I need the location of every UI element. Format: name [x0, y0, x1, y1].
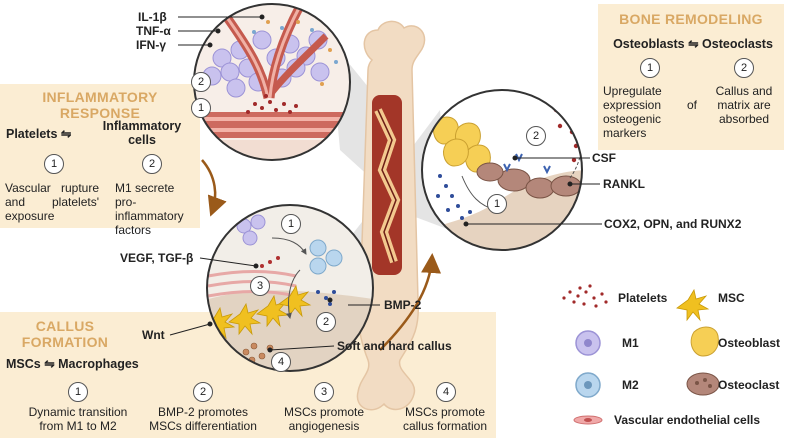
csf-label: CSF — [592, 151, 616, 165]
legend-osteoclast-label: Osteoclast — [718, 378, 780, 392]
inflammatory-step2-number: 2 — [142, 154, 162, 174]
bone-remodeling-pair: Osteoblasts ⇋ Osteoclasts — [613, 37, 773, 51]
callus-title-line2: FORMATION — [21, 334, 109, 350]
callus-step4-text: MSCs promote callus formation — [402, 405, 488, 433]
legend-msc-icon — [676, 288, 710, 322]
soft-hard-callus-label: Soft and hard callus — [337, 339, 452, 353]
callus-step2-text: BMP-2 promotes MSCs differentiation — [149, 405, 257, 433]
right-circle-step2: 2 — [526, 126, 546, 146]
legend-endothelial-label: Vascular endothelial cells — [614, 413, 761, 427]
mid-circle-step4: 4 — [271, 352, 291, 372]
mid-circle-step1: 1 — [281, 214, 301, 234]
tnfa-label: TNF-α — [136, 24, 171, 38]
callus-step2-number: 2 — [193, 382, 213, 402]
legend-m1-icon — [575, 330, 601, 356]
legend-platelets-icon — [562, 284, 608, 308]
callus-step3-text: MSCs promote angiogenesis — [283, 405, 365, 433]
ifng-label: IFN-γ — [136, 38, 166, 52]
callus-step3-number: 3 — [314, 382, 334, 402]
rankl-label: RANKL — [603, 177, 645, 191]
inflammatory-title-line2: RESPONSE — [59, 105, 141, 121]
bone-step2-text: Callus and matrix are absorbed — [715, 84, 773, 126]
bone-step1-text: Upregulate expression of osteogenic mark… — [603, 84, 697, 140]
inflammatory-pair-left: Platelets ⇋ — [6, 127, 72, 141]
legend-m1-label: M1 — [622, 336, 639, 350]
vegf-label: VEGF, TGF-β — [120, 251, 194, 265]
callus-pair: MSCs ⇋ Macrophages — [6, 357, 139, 371]
inflammatory-title-line1: INFLAMMATORY — [42, 89, 158, 105]
inflammatory-step1-number: 1 — [44, 154, 64, 174]
bone-remodeling-panel — [598, 4, 784, 150]
inflammatory-pair-right: Inflammatory cells — [102, 119, 182, 147]
inflammatory-step2-text: M1 secrete pro-inflammatory factors — [115, 181, 184, 237]
inflammatory-step1-text: Vascular rupture and platelets' exposure — [5, 181, 99, 223]
callus-step4-number: 4 — [436, 382, 456, 402]
right-circle-step1: 1 — [487, 194, 507, 214]
bmp2-label: BMP-2 — [384, 298, 422, 312]
legend-m2-icon — [575, 372, 601, 398]
top-circle-step1: 1 — [191, 98, 211, 118]
bone-illustration — [356, 20, 426, 411]
legend-osteoblast-icon — [690, 326, 719, 357]
mid-circle-step3: 3 — [250, 276, 270, 296]
top-circle-step2: 2 — [191, 72, 211, 92]
legend-msc-label: MSC — [718, 291, 745, 305]
callus-step1-text: Dynamic transition from M1 to M2 — [28, 405, 128, 433]
il1b-label: IL-1β — [138, 10, 167, 24]
legend-endothelial-icon — [573, 415, 603, 425]
bone-step1-number: 1 — [640, 58, 660, 78]
callus-step1-number: 1 — [68, 382, 88, 402]
markers-label: COX2, OPN, and RUNX2 — [604, 217, 742, 231]
wnt-label: Wnt — [142, 328, 165, 342]
legend-m2-label: M2 — [622, 378, 639, 392]
remodeling-circle — [422, 90, 582, 250]
inflammatory-panel — [0, 84, 200, 228]
legend-osteoblast-label: Osteoblast — [718, 336, 781, 350]
bone-step2-number: 2 — [734, 58, 754, 78]
callus-title-line1: CALLUS — [35, 318, 95, 334]
mid-circle-step2: 2 — [316, 312, 336, 332]
bone-remodeling-title: BONE REMODELING — [619, 11, 763, 27]
legend-platelets-label: Platelets — [618, 291, 668, 305]
legend-osteoclast-icon — [686, 372, 720, 396]
